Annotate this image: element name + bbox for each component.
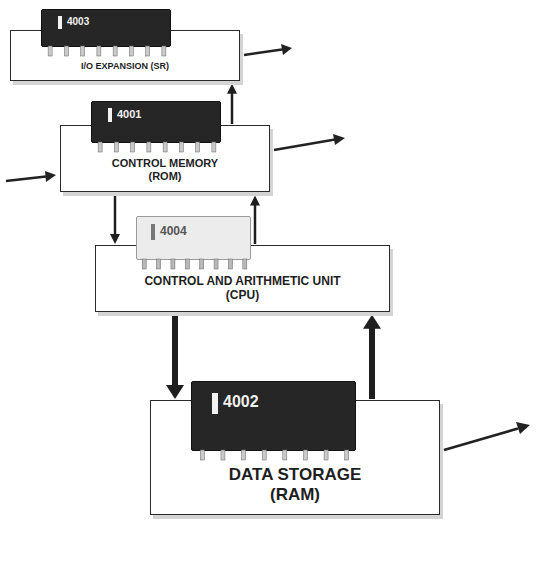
output-arrow (444, 429, 518, 451)
chip-pin (196, 142, 200, 152)
card: I/O EXPANSION (SR)4003 (10, 30, 240, 81)
chip-number: 4001 (117, 108, 141, 120)
card: CONTROL AND ARITHMETIC UNIT (CPU)4004 (95, 245, 390, 312)
card: DATA STORAGE (RAM)4002 (150, 400, 440, 515)
chip: 4001 (91, 101, 221, 143)
chip-pin (129, 46, 133, 56)
chip: 4004 (136, 216, 251, 260)
card-label: I/O EXPANSION (SR) (80, 61, 170, 72)
chip-pin (179, 142, 183, 152)
chip-pin (324, 450, 328, 460)
chip-pin (48, 46, 52, 56)
chip-number: 4002 (223, 393, 259, 411)
chip-pin (262, 450, 266, 460)
card-label: DATA STORAGE (RAM) (210, 465, 380, 506)
chip-pin (185, 259, 189, 269)
arrow-heads (45, 44, 530, 434)
chip-pin (200, 450, 204, 460)
arrow-head (45, 171, 56, 182)
arrow-head (110, 234, 120, 244)
arrow-head (166, 385, 184, 399)
connector (110, 195, 120, 244)
connector-line (254, 204, 257, 244)
chip-pin (345, 450, 349, 460)
chip-pin (81, 46, 85, 56)
output-arrow (274, 140, 335, 151)
connector (363, 315, 381, 399)
chip-pin (147, 142, 151, 152)
chip-pin (283, 450, 287, 460)
connector (166, 315, 184, 399)
chip: 4002 (191, 381, 356, 451)
chip-pin (131, 142, 135, 152)
arrow-head (227, 84, 237, 94)
chip-logo (108, 108, 112, 122)
chip-pin (163, 142, 167, 152)
chip-pin (242, 450, 246, 460)
connector-line (231, 93, 234, 124)
chip-logo (151, 224, 155, 240)
chip-pins (42, 46, 172, 56)
chip-pin (146, 46, 150, 56)
chip-pin (162, 46, 166, 56)
connector (227, 84, 237, 124)
chip-pin (113, 46, 117, 56)
chip-pin (64, 46, 68, 56)
chip-pins (92, 142, 222, 152)
chip-pin (228, 259, 232, 269)
card: CONTROL MEMORY (ROM)4001 (60, 125, 270, 192)
chip-pin (157, 259, 161, 269)
card-label: CONTROL MEMORY (ROM) (105, 157, 225, 183)
card-label: CONTROL AND ARITHMETIC UNIT (CPU) (133, 274, 353, 303)
arrow-head (333, 134, 345, 145)
arrow-lines (6, 50, 518, 451)
chip-number: 4004 (160, 224, 187, 238)
arrow-head (516, 422, 530, 434)
arrow-head (363, 315, 381, 329)
chip-pin (303, 450, 307, 460)
chip-pin (97, 46, 101, 56)
chip-pin (200, 259, 204, 269)
connector (250, 195, 260, 244)
chip-pins (137, 259, 252, 269)
chip-pin (221, 450, 225, 460)
output-arrow (244, 50, 282, 56)
chip-number: 4003 (67, 16, 89, 27)
chip-pins (192, 450, 357, 460)
connector-line (172, 315, 178, 386)
arrow-head (250, 195, 260, 205)
chip-logo (212, 393, 218, 414)
arrow-head (281, 44, 292, 55)
chip-pin (142, 259, 146, 269)
chip-pin (114, 142, 118, 152)
chip-pin (243, 259, 247, 269)
connector-line (369, 328, 375, 399)
chip-pin (98, 142, 102, 152)
chip-pin (212, 142, 216, 152)
input-arrow (6, 177, 46, 182)
chip: 4003 (41, 9, 171, 47)
chip-logo (58, 16, 62, 29)
connector-line (114, 195, 117, 235)
chip-pin (214, 259, 218, 269)
chip-pin (171, 259, 175, 269)
